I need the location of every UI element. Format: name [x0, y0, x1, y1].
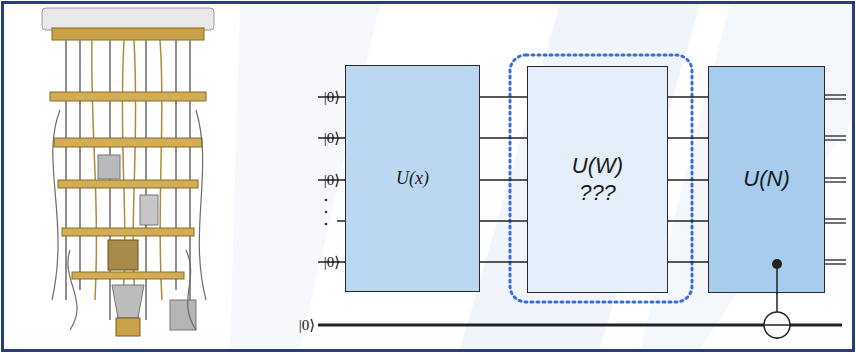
qubit-wire	[668, 137, 708, 139]
qubit-wire	[668, 220, 708, 222]
encoding-gate: U(x)	[345, 65, 480, 292]
qubit-wire	[668, 96, 708, 98]
gate-label: U(x)	[396, 168, 429, 190]
cryostat-illustration	[42, 8, 214, 336]
qubit-wire	[668, 261, 708, 263]
input-wires	[318, 97, 345, 262]
unknown-gate: U(W)???	[527, 66, 668, 293]
cnot-target	[764, 324, 790, 326]
dotted-group-outline	[510, 55, 692, 302]
classical-output-wires	[825, 95, 846, 264]
outer-border	[3, 3, 854, 351]
qubit-wire	[480, 96, 527, 98]
qubit-state-label: |0⟩	[324, 90, 340, 105]
measurement-gate: U(N)	[708, 66, 825, 293]
ellipsis-dots	[325, 199, 328, 226]
qubit-wire	[480, 179, 527, 181]
qubit-wire	[480, 220, 527, 222]
gate-label: U(W)	[572, 153, 623, 179]
cnot-target	[764, 312, 790, 338]
gate-label: U(N)	[743, 166, 789, 192]
qubit-state-label: |0⟩	[324, 255, 340, 270]
qubit-wire	[480, 261, 527, 263]
qubit-state-label: |0⟩	[324, 131, 340, 146]
qubit-wire	[480, 137, 527, 139]
qubit-state-label: |0⟩	[324, 173, 340, 188]
gate-note: ???	[579, 180, 616, 206]
qubit-state-label: |0⟩	[299, 318, 315, 333]
qubit-wire	[668, 179, 708, 181]
